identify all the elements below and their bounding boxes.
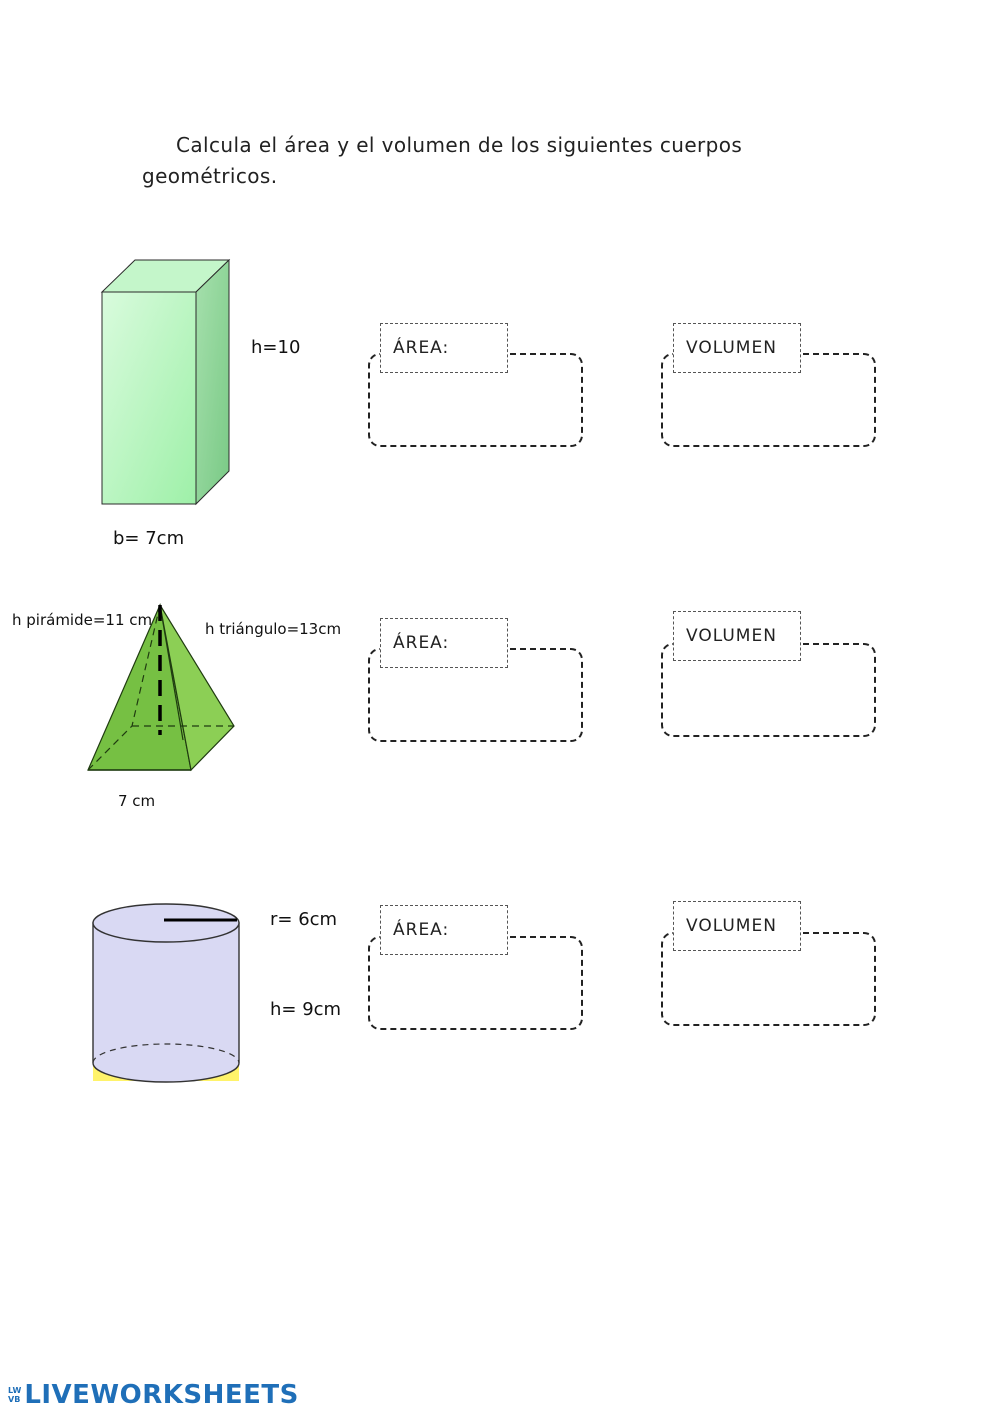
pyramid-height-label: h pirámide=11 cm [12, 611, 153, 629]
instructions: Calcula el área y el volumen de los sigu… [142, 133, 743, 188]
pyramid-base-label: 7 cm [118, 792, 156, 810]
area-label-tab: ÁREA: [380, 323, 508, 373]
prism-front-face [101, 291, 197, 505]
liveworksheets-logo[interactable]: LW VB LIVEWORKSHEETS [8, 1380, 299, 1410]
rectangular-prism-figure [100, 258, 231, 506]
cylinder-hidden-base [92, 1043, 240, 1064]
area-label-tab: ÁREA: [380, 905, 508, 955]
volume-label: VOLUMEN [686, 626, 777, 646]
pyramid-face-altitude [159, 604, 184, 741]
square-pyramid-figure [87, 602, 235, 772]
volume-label: VOLUMEN [686, 916, 777, 936]
logo-mark-bottom: VB [8, 1395, 21, 1404]
pyramid-hidden-edge-left [87, 725, 133, 771]
cylinder-radius-label: r= 6cm [270, 909, 338, 930]
volume-label: VOLUMEN [686, 338, 777, 358]
cylinder-top [92, 903, 240, 943]
area-label: ÁREA: [393, 338, 450, 358]
logo-mark-top: LW [8, 1386, 22, 1395]
prism-side-face [195, 258, 230, 506]
triangle-height-label: h triángulo=13cm [205, 620, 342, 638]
logo-text: LIVEWORKSHEETS [24, 1380, 299, 1410]
area-label: ÁREA: [393, 920, 450, 940]
area-label: ÁREA: [393, 633, 450, 653]
pyramid-right-face [159, 604, 235, 772]
volume-label-tab: VOLUMEN [673, 323, 801, 373]
volume-label-tab: VOLUMEN [673, 611, 801, 661]
logo-mark: LW VB [8, 1386, 21, 1404]
cylinder-height-label: h= 9cm [270, 999, 342, 1020]
volume-label-tab: VOLUMEN [673, 901, 801, 951]
cylinder-body [92, 922, 240, 1083]
pyramid-hidden-edge-apex [131, 604, 161, 727]
prism-base-label: b= 7cm [113, 528, 185, 549]
area-label-tab: ÁREA: [380, 618, 508, 668]
prism-height-label: h=10 [251, 337, 301, 358]
cylinder-figure [92, 903, 240, 1083]
